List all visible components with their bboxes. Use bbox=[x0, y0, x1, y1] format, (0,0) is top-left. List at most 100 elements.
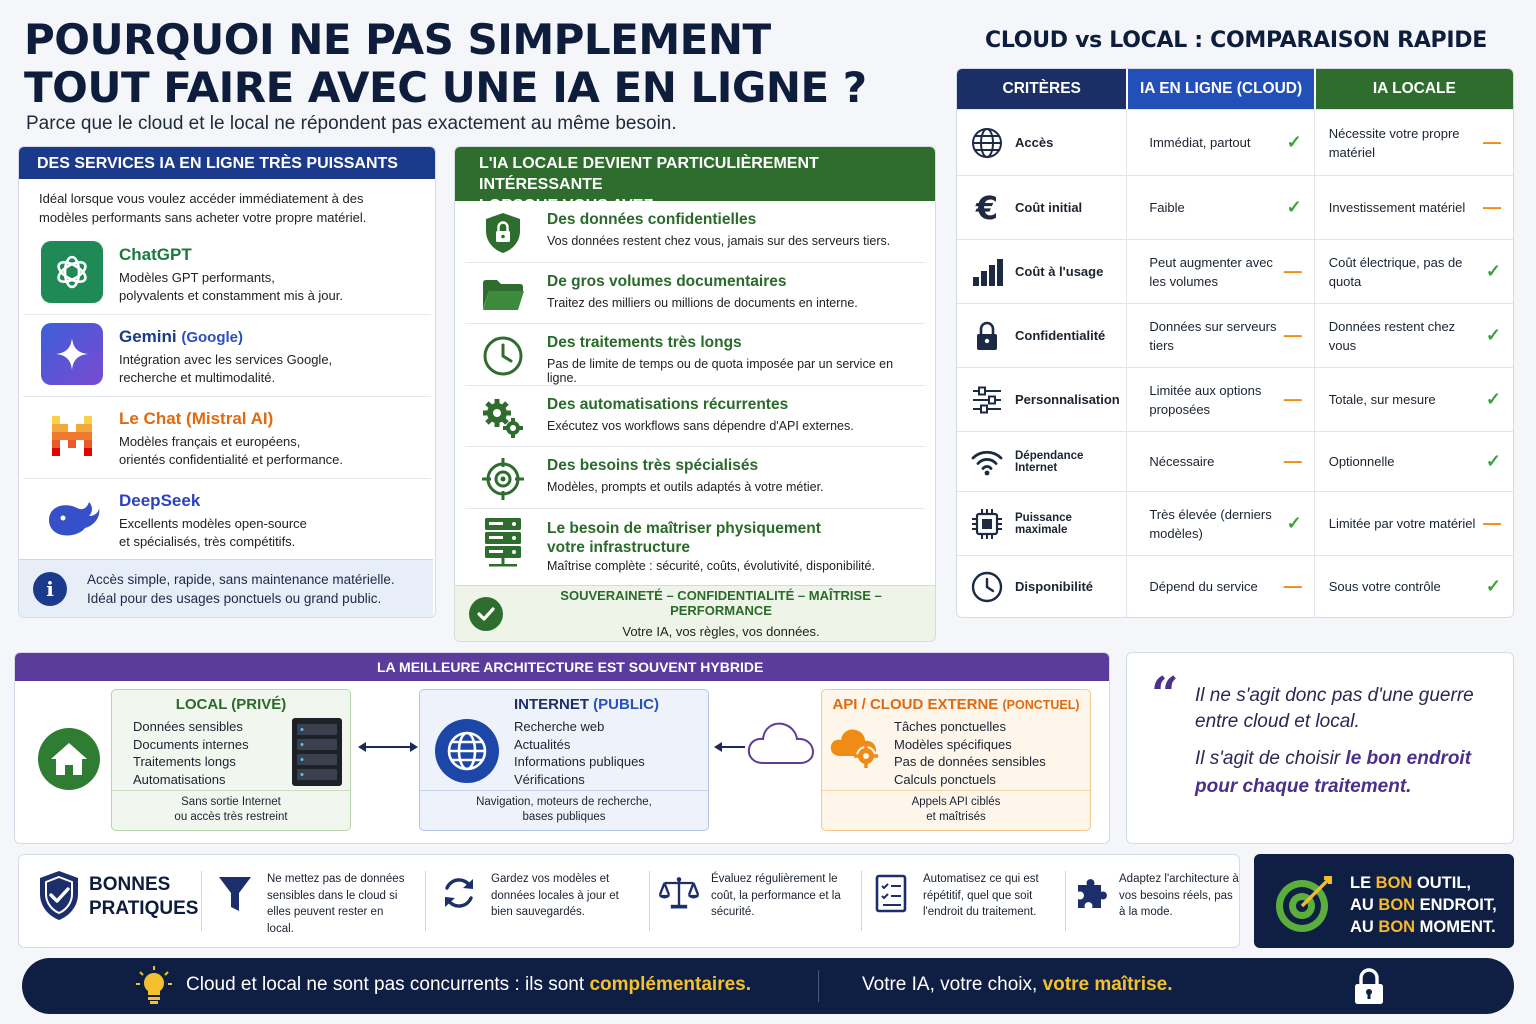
chatgpt-logo-icon bbox=[41, 241, 103, 303]
practice-item: Évaluez régulièrement le coût, la perfor… bbox=[659, 871, 859, 921]
check-mark-icon: ✓ bbox=[1485, 325, 1501, 345]
dash-mark-icon: — bbox=[1483, 513, 1501, 533]
cloud-cell: Très élevée (derniers modèles)✓ bbox=[1126, 492, 1313, 555]
shield-check-icon bbox=[37, 869, 81, 928]
comparison-title: CLOUD vs LOCAL : COMPARAISON RAPIDE bbox=[985, 28, 1487, 53]
cloud-cell: Données sur serveurs tiers— bbox=[1126, 304, 1313, 367]
shield-lock-icon bbox=[481, 211, 525, 255]
local-ai-panel: L'IA LOCALE DEVIENT PARTICULIÈREMENT INT… bbox=[454, 146, 936, 642]
dash-mark-icon: — bbox=[1283, 451, 1302, 471]
check-mark-icon: ✓ bbox=[1286, 513, 1302, 533]
cloud-outline-icon bbox=[745, 717, 817, 776]
server-tower-icon bbox=[290, 716, 344, 793]
quote-box: “ Il ne s'agit donc pas d'une guerre ent… bbox=[1126, 652, 1514, 844]
check-circle-icon bbox=[469, 596, 503, 631]
best-practices-bar: BONNES PRATIQUES Ne mettez pas de donnée… bbox=[18, 854, 1240, 948]
good-tool-text: LE BON OUTIL, AU BON ENDROIT, AU BON MOM… bbox=[1350, 874, 1497, 936]
criterion-cell: Coût à l'usage bbox=[957, 240, 1126, 303]
footer-right-text: Votre IA, votre choix, votre maîtrise. bbox=[862, 974, 1173, 995]
target-icon bbox=[481, 457, 525, 501]
balance-scale-icon bbox=[659, 871, 699, 915]
criterion-cell: Accès bbox=[957, 110, 1126, 175]
cpu-chip-icon bbox=[967, 504, 1007, 544]
best-practices-title: BONNES PRATIQUES bbox=[89, 874, 199, 919]
service-name: DeepSeek bbox=[119, 491, 201, 510]
service-name: Gemini (Google) bbox=[119, 327, 244, 346]
criterion-cell: Puissance maximale bbox=[957, 492, 1126, 555]
deepseek-whale-icon bbox=[41, 487, 103, 549]
cloud-cell: Dépend du service— bbox=[1126, 556, 1313, 617]
good-tool-box: LE BON OUTIL, AU BON ENDROIT, AU BON MOM… bbox=[1254, 854, 1514, 948]
local-private-box: LOCAL (PRIVÉ) Données sensibles Document… bbox=[111, 689, 351, 831]
comparison-header: CRITÈRES IA EN LIGNE (CLOUD) IA LOCALE bbox=[957, 69, 1513, 109]
service-chatgpt: ChatGPT Modèles GPT performants, polyval… bbox=[23, 233, 431, 315]
wifi-icon bbox=[967, 442, 1007, 482]
check-mark-icon: ✓ bbox=[1286, 197, 1302, 217]
sliders-icon bbox=[967, 380, 1007, 420]
online-info-box: i Accès simple, rapide, sans maintenance… bbox=[19, 559, 433, 617]
service-name: Le Chat (Mistral AI) bbox=[119, 409, 274, 428]
check-mark-icon: ✓ bbox=[1286, 132, 1302, 152]
criterion-cell: Confidentialité bbox=[957, 304, 1126, 367]
lightbulb-icon bbox=[136, 966, 172, 1011]
target-arrow-icon bbox=[1274, 872, 1336, 939]
dash-mark-icon: — bbox=[1283, 325, 1302, 345]
dash-mark-icon: — bbox=[1283, 261, 1302, 281]
local-cell: Nécessite votre propre matériel— bbox=[1313, 110, 1513, 175]
svg-text:€: € bbox=[975, 191, 998, 225]
criterion-cell: Disponibilité bbox=[957, 556, 1126, 617]
practice-item: Ne mettez pas de données sensibles dans … bbox=[215, 871, 411, 937]
local-cell: Totale, sur mesure✓ bbox=[1313, 368, 1513, 431]
puzzle-icon bbox=[1075, 871, 1111, 915]
dash-mark-icon: — bbox=[1483, 132, 1501, 152]
cloud-cell: Faible✓ bbox=[1126, 176, 1313, 239]
gemini-sparkle-icon bbox=[41, 323, 103, 385]
cloud-cell: Nécessaire— bbox=[1126, 432, 1313, 491]
quote-line1: Il ne s'agit donc pas d'une guerre entre… bbox=[1195, 685, 1474, 732]
cloud-cell: Limitée aux options proposées— bbox=[1126, 368, 1313, 431]
practice-item: Automatisez ce qui est répétitif, quel q… bbox=[871, 871, 1067, 921]
double-arrow-icon bbox=[357, 739, 419, 760]
local-cell: Coût électrique, pas de quota✓ bbox=[1313, 240, 1513, 303]
local-cell: Optionnelle✓ bbox=[1313, 432, 1513, 491]
quote-line2: Il s'agit de choisir le bon endroit pour… bbox=[1195, 748, 1472, 797]
service-deepseek: DeepSeek Excellents modèles open-source … bbox=[23, 479, 431, 561]
comparison-table: CRITÈRES IA EN LIGNE (CLOUD) IA LOCALE A… bbox=[956, 68, 1514, 618]
dash-mark-icon: — bbox=[1483, 197, 1501, 217]
check-mark-icon: ✓ bbox=[1485, 261, 1501, 281]
service-gemini: Gemini (Google) Intégration avec les ser… bbox=[23, 315, 431, 397]
online-services-panel: DES SERVICES IA EN LIGNE TRÈS PUISSANTS … bbox=[18, 146, 436, 618]
left-arrow-icon bbox=[713, 739, 747, 760]
service-name: ChatGPT bbox=[119, 245, 192, 264]
clock-icon bbox=[967, 567, 1007, 607]
padlock-icon bbox=[1352, 966, 1386, 1011]
hybrid-title: LA MEILLEURE ARCHITECTURE EST SOUVENT HY… bbox=[15, 653, 1109, 681]
local-cell: Limitée par votre matériel— bbox=[1313, 492, 1513, 555]
home-icon bbox=[37, 727, 101, 796]
globe-icon bbox=[434, 718, 500, 789]
local-cell: Sous votre contrôle✓ bbox=[1313, 556, 1513, 617]
folder-icon bbox=[481, 273, 525, 317]
footer-bar: Cloud et local ne sont pas concurrents :… bbox=[22, 958, 1514, 1014]
hybrid-architecture-panel: LA MEILLEURE ARCHITECTURE EST SOUVENT HY… bbox=[14, 652, 1110, 844]
local-cell: Données restent chez vous✓ bbox=[1313, 304, 1513, 367]
criterion-cell: Personnalisation bbox=[957, 368, 1126, 431]
dash-mark-icon: — bbox=[1283, 576, 1302, 596]
info-icon: i bbox=[33, 571, 67, 606]
criterion-cell: €Coût initial bbox=[957, 176, 1126, 239]
internet-public-box: INTERNET (PUBLIC) Recherche web Actualit… bbox=[419, 689, 709, 831]
check-mark-icon: ✓ bbox=[1485, 451, 1501, 471]
cloud-cell: Peut augmenter avec les volumes— bbox=[1126, 240, 1313, 303]
check-mark-icon: ✓ bbox=[1485, 576, 1501, 596]
local-cell: Investissement matériel— bbox=[1313, 176, 1513, 239]
